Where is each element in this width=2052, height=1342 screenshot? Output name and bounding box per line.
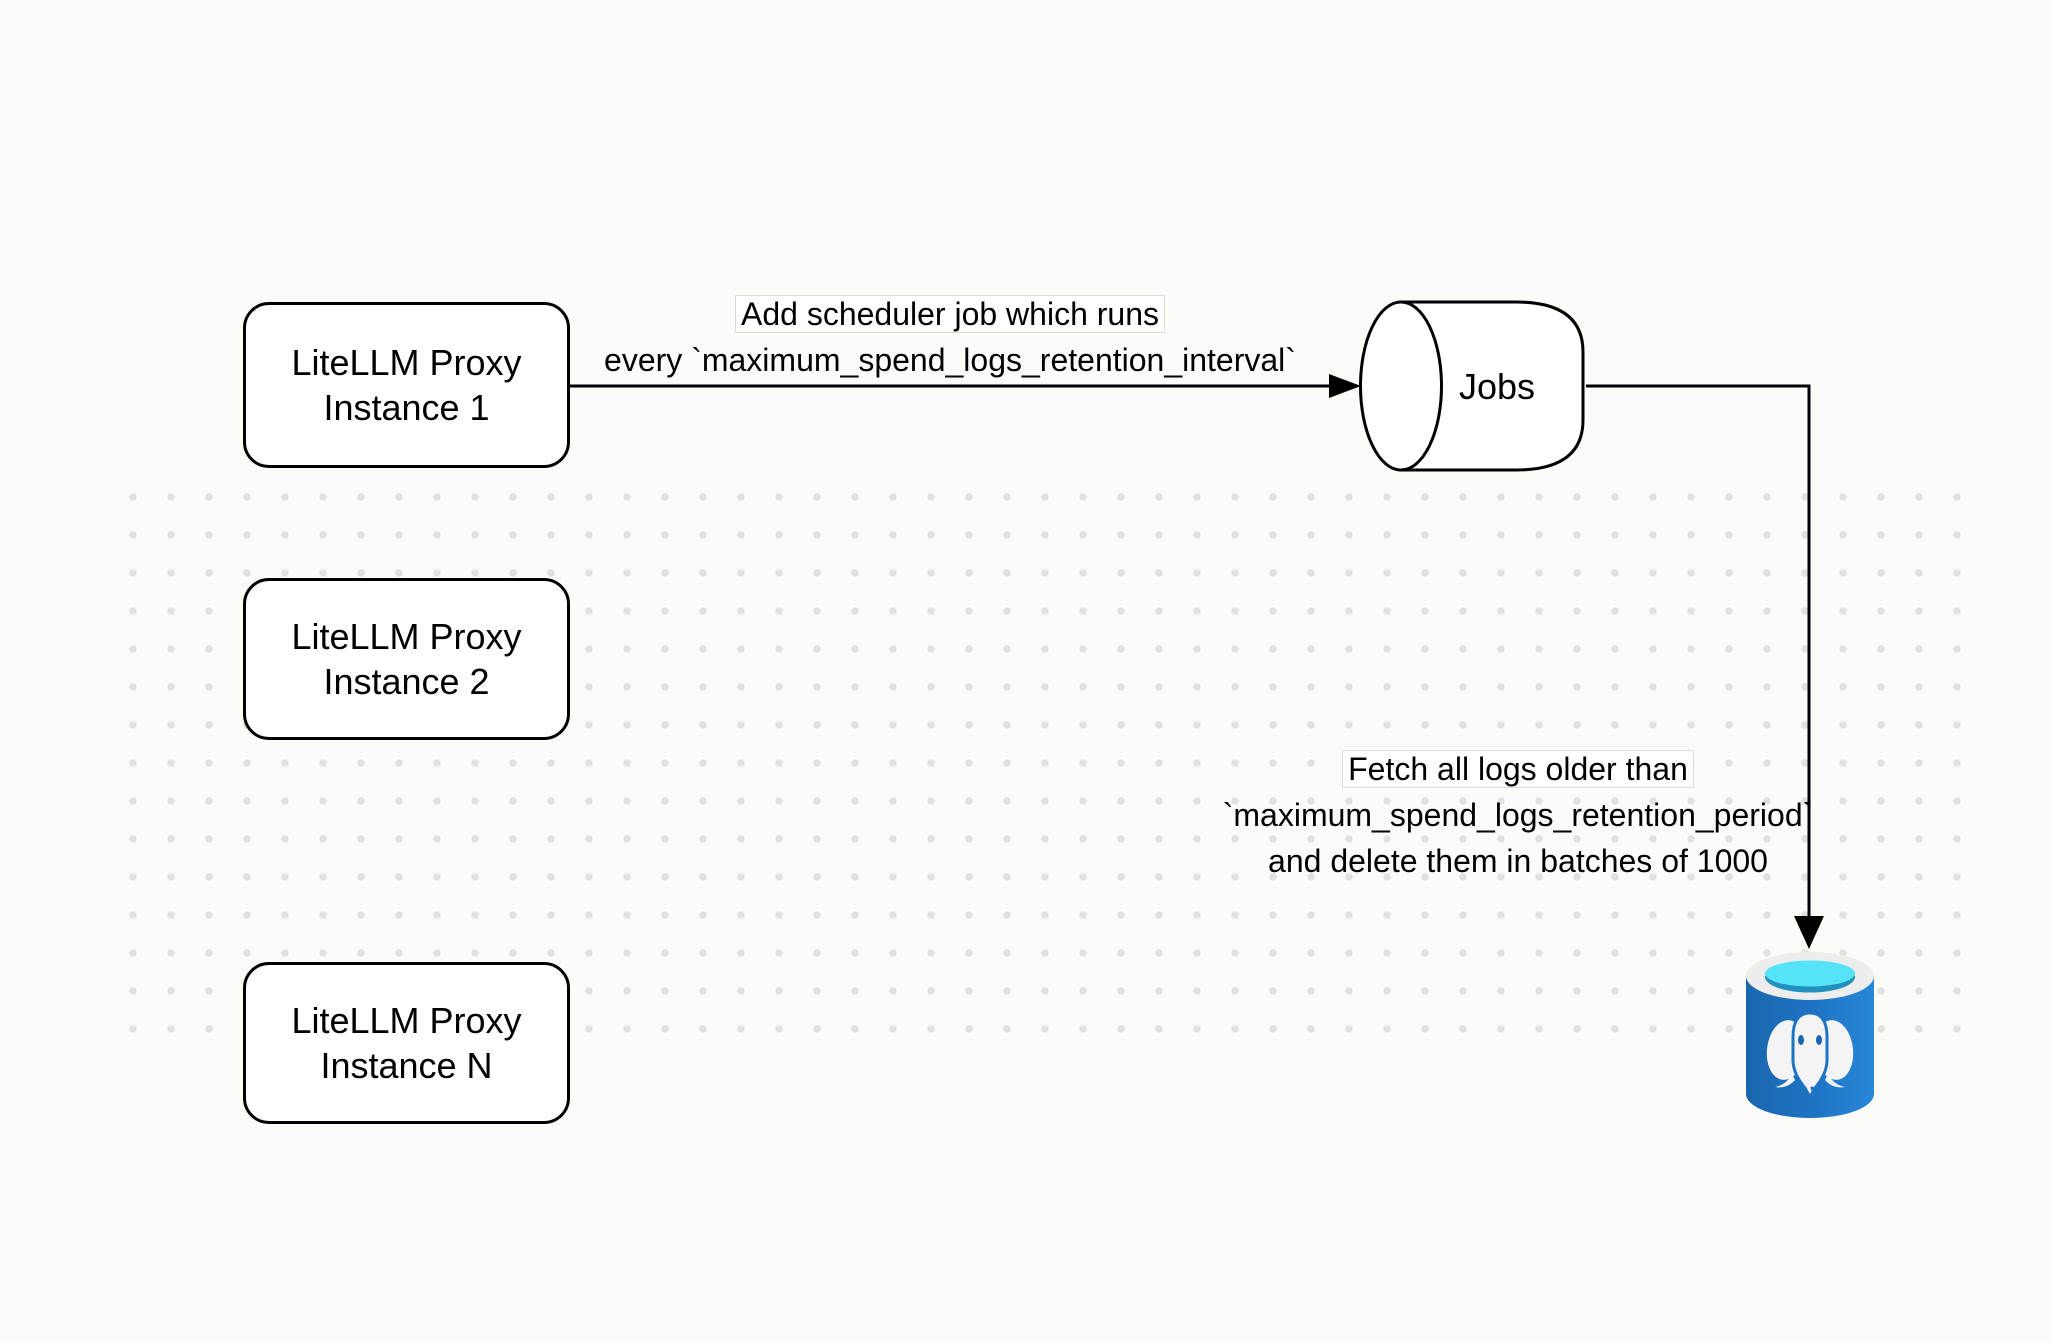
node-label-line: LiteLLM Proxy — [291, 616, 522, 657]
jobs-cylinder-cap — [1359, 300, 1443, 472]
node-litellm-proxy-instance-2: LiteLLM Proxy Instance 2 — [243, 578, 570, 740]
node-litellm-proxy-instance-n: LiteLLM Proxy Instance N — [243, 962, 570, 1124]
node-label-line: LiteLLM Proxy — [291, 342, 522, 383]
jobs-label: Jobs — [1459, 366, 1535, 407]
edge-label-line: every `maximum_spend_logs_retention_inte… — [604, 342, 1296, 378]
edge-label-scheduler: Add scheduler job which runs every `maxi… — [500, 291, 1400, 383]
arrow-proxy-to-jobs — [570, 374, 1361, 398]
edge-label-line: `maximum_spend_logs_retention_period` — [1222, 797, 1814, 833]
database-water-light — [1765, 960, 1855, 987]
edge-label-line: Add scheduler job which runs — [734, 295, 1165, 333]
edge-label-line: and delete them in batches of 1000 — [1268, 843, 1768, 879]
arrow-jobs-to-postgres — [1586, 384, 1824, 949]
edge-label-line: Fetch all logs older than — [1342, 750, 1694, 788]
node-label-line: Instance 1 — [323, 387, 490, 428]
node-label-line: LiteLLM Proxy — [291, 1000, 522, 1041]
node-litellm-proxy-instance-1: LiteLLM Proxy Instance 1 — [243, 302, 570, 468]
postgresql-database-icon — [1746, 952, 1874, 1118]
jobs-cylinder-body — [1399, 300, 1585, 472]
arrowhead-right-icon — [1329, 374, 1361, 398]
postgres-elephant-icon — [1766, 1011, 1854, 1101]
node-label-line: Instance 2 — [323, 661, 490, 702]
node-jobs-queue: Jobs — [1359, 300, 1585, 472]
arrowhead-down-icon — [1794, 916, 1824, 949]
node-label-line: Instance N — [320, 1045, 493, 1086]
edge-label-fetch-delete: Fetch all logs older than `maximum_spend… — [1068, 746, 1968, 884]
